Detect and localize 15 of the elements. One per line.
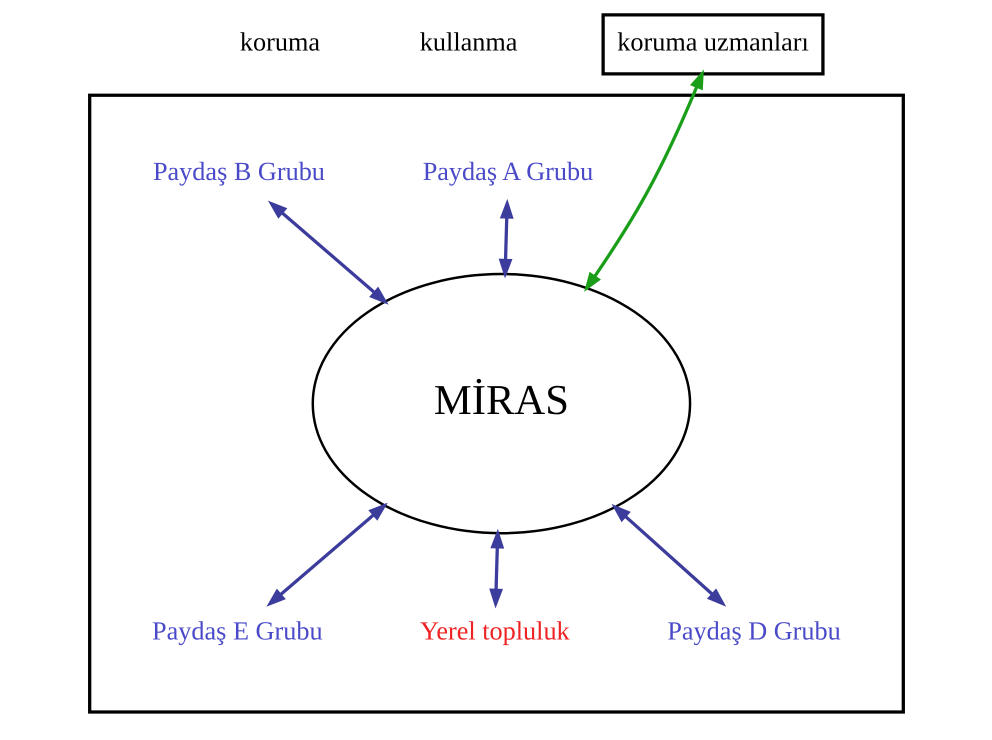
cluster bbox=[88, 94, 904, 714]
arrow bbox=[267, 200, 388, 305]
arrow bbox=[610, 504, 726, 607]
node-text: Paydaş E Grubu bbox=[152, 616, 322, 646]
node-text: Paydaş D Grubu bbox=[666, 616, 840, 646]
label: koruma bbox=[239, 28, 320, 57]
arrow bbox=[498, 198, 514, 279]
arrow bbox=[488, 528, 504, 608]
label: kullanma bbox=[419, 28, 517, 57]
arrow bbox=[266, 502, 388, 607]
arrow bbox=[584, 70, 704, 292]
node-box: koruma uzmanları bbox=[600, 13, 824, 76]
node-text: Paydaş B Grubu bbox=[152, 157, 324, 186]
node-text: Paydaş A Grubu bbox=[422, 157, 593, 186]
node-text: Yerel topluluk bbox=[420, 616, 570, 646]
